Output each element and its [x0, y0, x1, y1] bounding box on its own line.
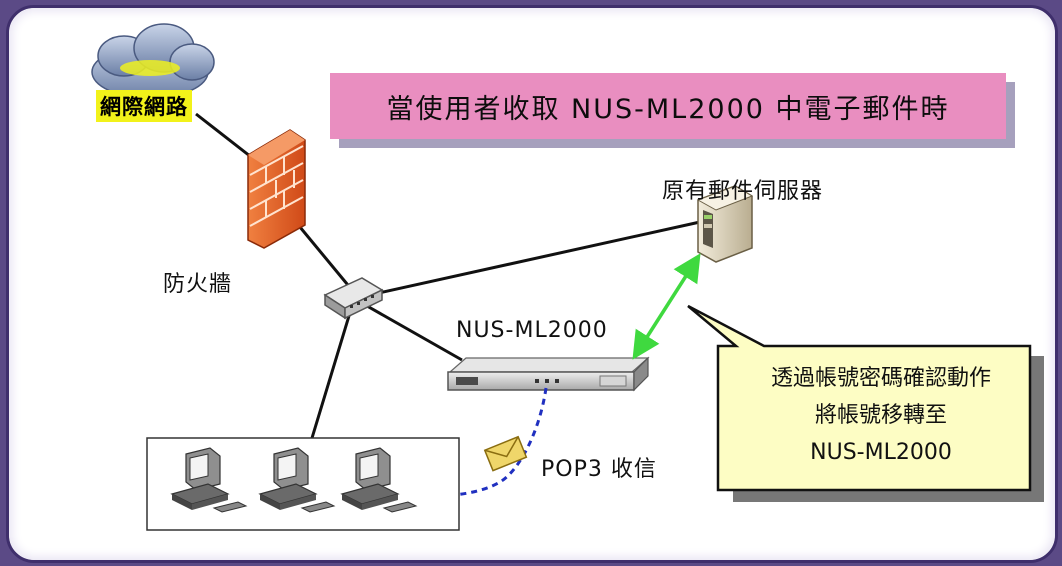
nus-device-label: NUS-ML2000 — [456, 318, 608, 343]
title-banner: 當使用者收取 NUS-ML2000 中電子郵件時 — [330, 73, 1006, 139]
firewall-icon — [247, 129, 306, 249]
sync-arrow — [632, 253, 701, 360]
callout-line-2: 將帳號移轉至 — [814, 403, 947, 428]
internet-label: 網際網路 — [96, 90, 192, 122]
callout-line-1: 透過帳號密碼確認動作 — [770, 366, 991, 391]
mail-server-icon — [696, 185, 754, 263]
callout-line-3: NUS-ML2000 — [810, 440, 952, 465]
client-computer-icon — [258, 447, 336, 513]
callout-text: 透過帳號密碼確認動作 將帳號移轉至 NUS-ML2000 — [726, 360, 1036, 471]
envelope-icon — [483, 435, 528, 472]
client-computer-icon — [340, 447, 418, 513]
callout-box — [687, 304, 1032, 492]
pop3-arrow — [408, 387, 548, 510]
network-switch-icon — [323, 277, 384, 320]
client-computer-icon — [170, 447, 248, 513]
firewall-label: 防火牆 — [163, 272, 233, 297]
internet-cloud-icon — [91, 23, 215, 99]
pop3-label: POP3 收信 — [541, 457, 657, 482]
mail-server-label: 原有郵件伺服器 — [662, 179, 824, 204]
nus-ml2000-device-icon — [447, 356, 650, 392]
